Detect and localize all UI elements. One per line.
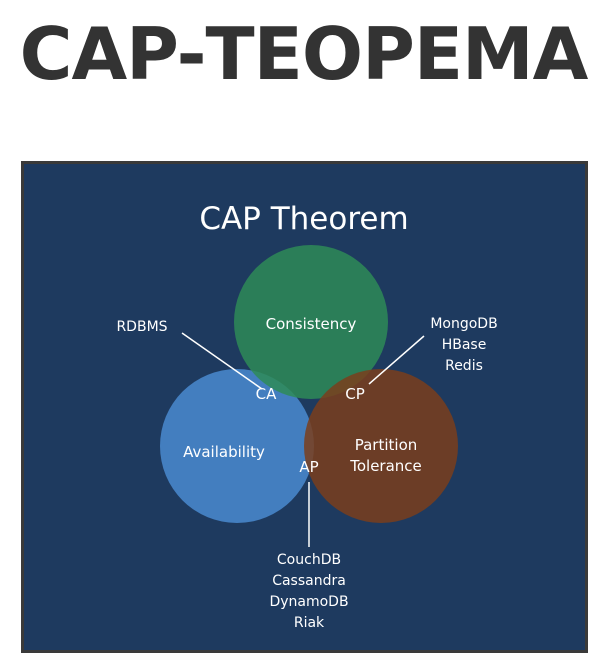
venn-diagram: CAP Theorem Consistency Availability Par… [116,201,497,631]
connector-ca [181,332,263,390]
ap-system-cassandra: Cassandra [272,573,346,589]
partition-label-line1: Partition [355,436,418,454]
circle-consistency [234,245,388,399]
page-heading: CAP-ТЕОРЕМА [19,12,589,96]
partition-label-line2: Tolerance [349,457,422,475]
ca-system-rdbms: RDBMS [116,319,167,335]
intersection-ca-label: CA [256,385,277,403]
availability-label: Availability [183,443,265,461]
circle-availability [160,369,314,523]
cp-system-redis: Redis [445,358,483,374]
cp-system-mongodb: MongoDB [430,316,497,332]
ap-system-couchdb: CouchDB [277,552,341,568]
connector-cp [368,335,425,385]
ap-system-dynamodb: DynamoDB [269,594,348,610]
intersection-cp-label: CP [345,385,365,403]
intersection-ap-label: AP [299,458,318,476]
consistency-label: Consistency [266,315,357,333]
cp-system-hbase: HBase [442,337,487,353]
ap-system-riak: Riak [294,615,325,631]
cap-theorem-slide: CAP Theorem Consistency Availability Par… [21,161,588,653]
slide-title: CAP Theorem [199,201,408,237]
circle-partition [304,369,458,523]
